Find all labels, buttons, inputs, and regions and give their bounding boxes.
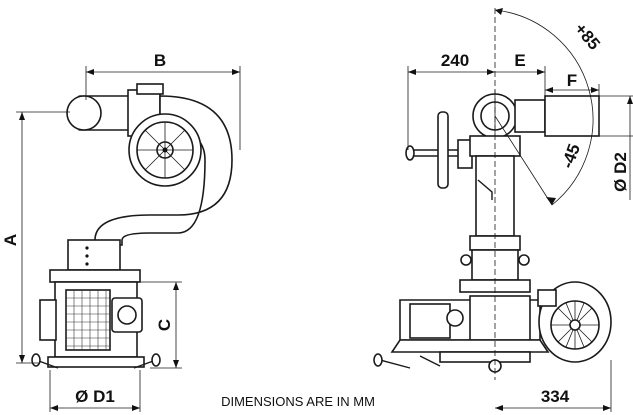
front-view [373, 90, 612, 373]
dim-label-e: E [514, 51, 525, 70]
angle-label-up: +85 [571, 19, 604, 53]
dim-label-c: C [155, 319, 174, 331]
dim-label-d2: Ø D2 [611, 152, 630, 192]
units-note: DIMENSIONS ARE IN MM [221, 394, 375, 409]
dimension-lines-left [16, 66, 241, 412]
dim-label-d1: Ø D1 [75, 387, 115, 406]
dim-label-b: B [154, 51, 166, 70]
dim-label-f: F [567, 71, 577, 90]
dim-label-334: 334 [541, 387, 570, 406]
angle-label-down: -45 [558, 141, 584, 171]
dimension-lines-right [407, 8, 633, 412]
dim-label-a: A [1, 234, 20, 246]
side-view [31, 83, 233, 369]
dim-label-240: 240 [441, 51, 469, 70]
